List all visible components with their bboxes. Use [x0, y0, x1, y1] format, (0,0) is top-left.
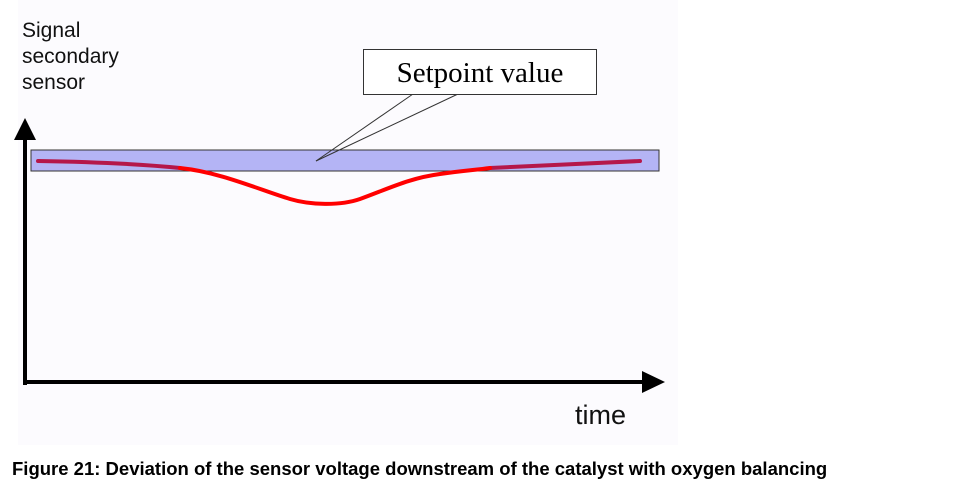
callout-leader-left: [315, 93, 414, 162]
y-axis-arrowhead: [14, 118, 36, 140]
x-axis-label: time: [575, 400, 627, 430]
x-axis-arrowhead: [642, 371, 665, 393]
setpoint-callout: Setpoint value: [363, 49, 597, 95]
figure-caption: Figure 21: Deviation of the sensor volta…: [12, 458, 828, 479]
signal-curve-on-band: [36, 159, 642, 170]
signal-curve-deviation: [178, 166, 492, 206]
setpoint-band: [30, 149, 660, 172]
y-axis-label: Signal secondary sensor: [22, 19, 119, 94]
callout-leader-right: [315, 93, 459, 162]
setpoint-callout-label: Setpoint value: [396, 57, 564, 89]
